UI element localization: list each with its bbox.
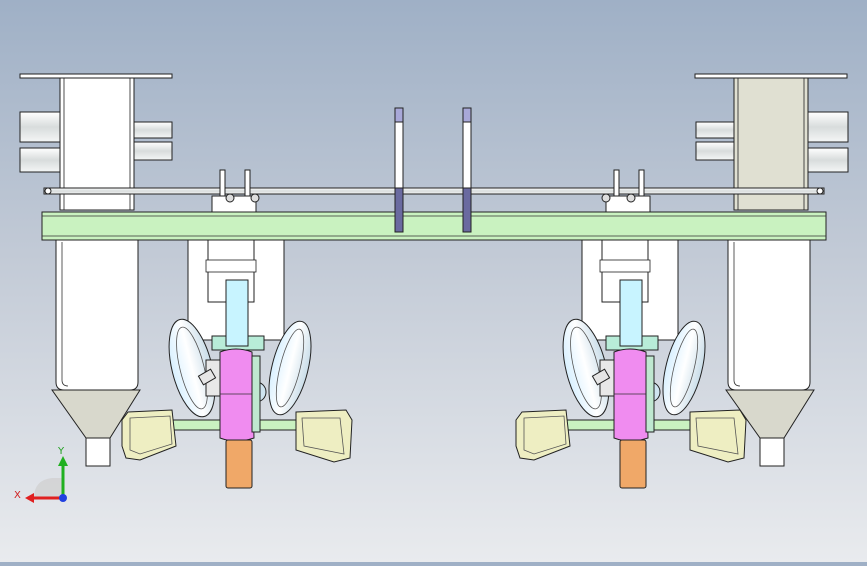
coordinate-triad-icon: Y X bbox=[14, 446, 68, 503]
opener-shank bbox=[225, 279, 249, 347]
right-seed-tank bbox=[727, 239, 811, 391]
press-wheel bbox=[225, 439, 253, 489]
left-seed-outlet bbox=[85, 437, 111, 467]
y-axis-label: Y bbox=[57, 446, 65, 457]
right-inner-tube-lower bbox=[695, 141, 735, 161]
right-hopper-assembly bbox=[694, 73, 849, 467]
left-inner-tube-upper bbox=[133, 121, 173, 139]
left-seed-tank bbox=[55, 239, 139, 391]
opener-disc bbox=[219, 348, 255, 442]
right-seed-outlet bbox=[759, 437, 785, 467]
x-axis-label: X bbox=[14, 490, 21, 501]
gauge-wheel-right bbox=[295, 409, 353, 463]
left-hopper-assembly bbox=[19, 73, 173, 467]
left-side-tube-upper bbox=[19, 111, 61, 143]
left-inner-tube-lower bbox=[133, 141, 173, 161]
left-side-tube-lower bbox=[19, 147, 61, 173]
gauge-wheel-left bbox=[121, 409, 177, 461]
right-hopper-top-plate bbox=[694, 73, 848, 79]
left-hopper-top-plate bbox=[19, 73, 173, 79]
cross-shaft bbox=[43, 187, 825, 195]
right-side-tube-lower bbox=[807, 147, 849, 173]
closing-wheel-right bbox=[268, 320, 312, 416]
row-unit-left bbox=[121, 169, 353, 489]
right-side-tube-upper bbox=[807, 111, 849, 143]
row-unit-right bbox=[515, 169, 747, 489]
main-frame-bar bbox=[41, 211, 827, 241]
marker-posts bbox=[394, 107, 472, 233]
right-inner-tube-upper bbox=[695, 121, 735, 139]
